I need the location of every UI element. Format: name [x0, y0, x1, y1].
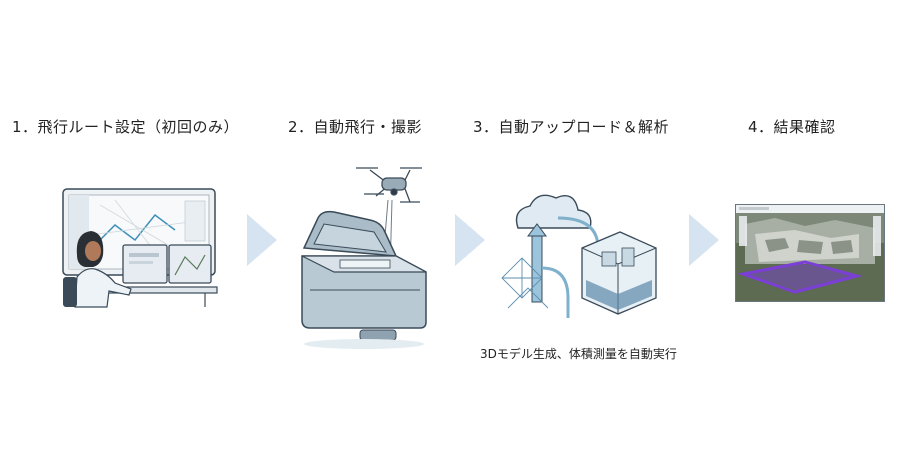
step-3-title: 3．自動アップロード＆解析 [473, 118, 670, 136]
step-3-caption: 3Dモデル生成、体積測量を自動実行 [480, 347, 677, 361]
chevron-right-arrow-icon [247, 214, 277, 266]
3d-result-screen-icon [735, 204, 885, 302]
cloud-processing-icon [501, 194, 657, 318]
chevron-right-arrow-icon [455, 214, 485, 266]
drone-and-dock-station-icon [301, 167, 427, 349]
step-1-title: 1．飛行ルート設定（初回のみ） [12, 118, 240, 136]
operator-with-monitors-icon [62, 188, 218, 308]
step-4-title: 4．結果確認 [748, 118, 836, 136]
step-2-title: 2．自動飛行・撮影 [288, 118, 423, 136]
chevron-right-arrow-icon [689, 214, 719, 266]
